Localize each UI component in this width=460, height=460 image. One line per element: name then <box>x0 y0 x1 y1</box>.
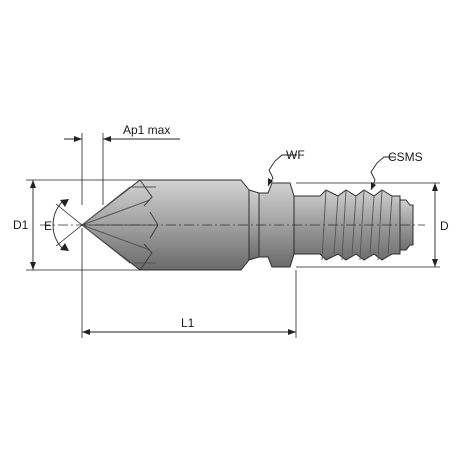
l1-dimension: L1 <box>81 228 297 338</box>
d-label: D <box>440 219 449 233</box>
e-label: E <box>44 219 52 233</box>
ap1-max-label: Ap1 max <box>123 123 170 137</box>
ap1-dimension: Ap1 max <box>64 123 180 205</box>
d1-dimension: D1 <box>13 179 140 271</box>
d1-label: D1 <box>13 218 29 232</box>
l1-label: L1 <box>181 316 195 330</box>
angle-e-dimension: E <box>44 199 83 251</box>
wf-label: WF <box>286 148 305 162</box>
d-dimension: D <box>296 182 449 268</box>
csms-callout: CSMS <box>370 150 423 191</box>
wf-callout: WF <box>267 148 305 187</box>
csms-label: CSMS <box>388 150 423 164</box>
